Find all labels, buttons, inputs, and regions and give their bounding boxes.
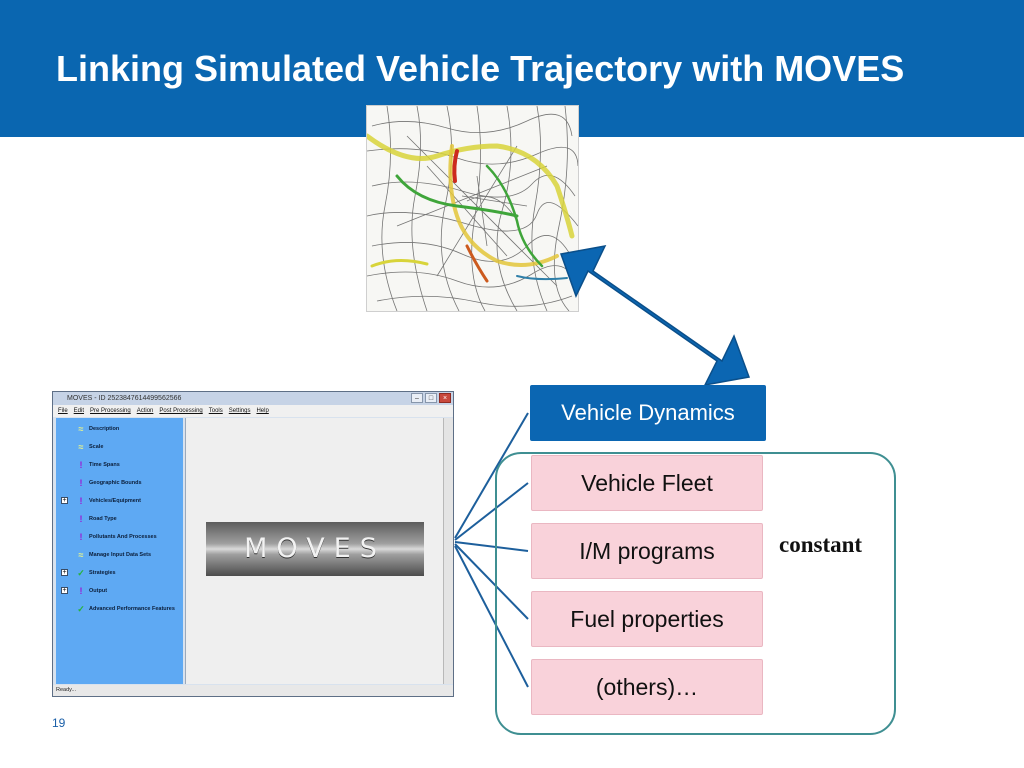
fuel-properties-box: Fuel properties bbox=[531, 591, 763, 647]
nav-item-strategies[interactable]: + ✓ Strategies bbox=[61, 568, 116, 578]
checkmark-icon: ✓ bbox=[77, 568, 85, 578]
menu-settings[interactable]: Settings bbox=[228, 408, 251, 414]
connector-im bbox=[454, 541, 529, 552]
menu-file[interactable]: File bbox=[58, 408, 68, 414]
exclamation-icon: ! bbox=[79, 532, 83, 542]
vehicle-fleet-box: Vehicle Fleet bbox=[531, 455, 763, 511]
expand-plus-icon[interactable]: + bbox=[61, 569, 68, 576]
menu-action[interactable]: Action bbox=[136, 408, 154, 414]
moves-title-bar: MOVES - ID 2523847614499562566 – □ × bbox=[53, 392, 453, 405]
checkmark-icon: ✓ bbox=[77, 604, 85, 614]
close-button[interactable]: × bbox=[439, 393, 451, 403]
nav-item-time-spans[interactable]: ! Time Spans bbox=[56, 459, 183, 471]
slide-title: Linking Simulated Vehicle Trajectory wit… bbox=[56, 48, 905, 89]
exclamation-icon: ! bbox=[79, 514, 83, 524]
nav-item-output[interactable]: + ! Output bbox=[61, 586, 108, 596]
menu-edit[interactable]: Edit bbox=[73, 408, 85, 414]
status-bar: Ready... bbox=[53, 685, 453, 696]
expand-plus-icon[interactable]: + bbox=[61, 587, 68, 594]
road-network-graphic bbox=[367, 106, 578, 311]
menu-post-processing[interactable]: Post Processing bbox=[159, 408, 203, 414]
nav-item-scale[interactable]: ≈ Scale bbox=[56, 441, 183, 453]
vertical-scrollbar[interactable] bbox=[443, 418, 453, 684]
expand-plus-icon[interactable]: + bbox=[61, 497, 68, 504]
wave-icon: ≈ bbox=[78, 550, 84, 560]
exclamation-icon: ! bbox=[79, 586, 83, 596]
connector-fuel bbox=[454, 543, 529, 620]
vehicle-dynamics-box: Vehicle Dynamics bbox=[530, 385, 766, 441]
moves-logo: MOVES bbox=[206, 522, 424, 576]
minimize-button[interactable]: – bbox=[411, 393, 423, 403]
exclamation-icon: ! bbox=[79, 460, 83, 470]
menu-help[interactable]: Help bbox=[256, 408, 269, 414]
nav-item-description[interactable]: ≈ Description bbox=[56, 423, 183, 435]
connector-dynamics bbox=[454, 412, 529, 539]
nav-item-pollutants-processes[interactable]: ! Pollutants And Processes bbox=[56, 531, 183, 543]
maximize-button[interactable]: □ bbox=[425, 393, 437, 403]
nav-item-manage-input-data-sets[interactable]: ≈ Manage Input Data Sets bbox=[56, 549, 183, 561]
constant-label: constant bbox=[779, 532, 863, 557]
others-box: (others)… bbox=[531, 659, 763, 715]
connector-fleet bbox=[454, 482, 529, 541]
double-headed-arrow bbox=[559, 244, 751, 387]
wave-icon: ≈ bbox=[78, 424, 84, 434]
menu-tools[interactable]: Tools bbox=[208, 408, 223, 414]
menu-pre-processing[interactable]: Pre Processing bbox=[90, 408, 131, 414]
page-number: 19 bbox=[52, 716, 66, 730]
constant-inputs-frame bbox=[495, 452, 896, 735]
exclamation-icon: ! bbox=[79, 478, 83, 488]
nav-item-vehicles-equipment[interactable]: + ! Vehicles/Equipment bbox=[61, 496, 141, 506]
nav-item-geographic-bounds[interactable]: ! Geographic Bounds bbox=[56, 477, 183, 489]
moves-navigation-panel: ≈ Description ≈ Scale ! Time Spans ! Geo… bbox=[56, 418, 183, 684]
exclamation-icon: ! bbox=[79, 496, 83, 506]
connector-others bbox=[454, 545, 529, 688]
moves-content-pane: MOVES bbox=[185, 418, 444, 684]
im-programs-box: I/M programs bbox=[531, 523, 763, 579]
moves-menubar: File Edit Pre Processing Action Post Pro… bbox=[53, 405, 453, 417]
moves-window-title: MOVES - ID 2523847614499562566 bbox=[67, 395, 182, 402]
moves-window: MOVES - ID 2523847614499562566 – □ × Fil… bbox=[52, 391, 454, 697]
wave-icon: ≈ bbox=[78, 442, 84, 452]
nav-item-advanced-performance-features[interactable]: ✓ Advanced Performance Features bbox=[77, 604, 175, 614]
traffic-network-map bbox=[366, 105, 579, 312]
nav-item-road-type[interactable]: ! Road Type bbox=[56, 513, 183, 525]
